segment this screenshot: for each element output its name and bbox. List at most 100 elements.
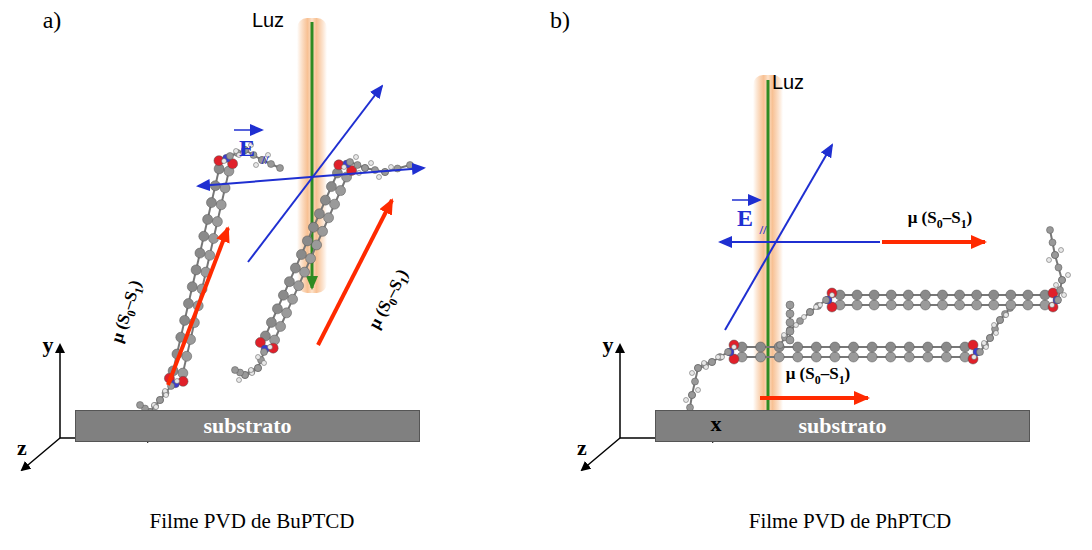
atom	[347, 159, 354, 166]
dipole-label: μ (S0–S1)	[786, 364, 851, 387]
atom	[886, 342, 896, 352]
dipole-label: μ (S0–S1)	[107, 278, 149, 347]
atom	[992, 323, 997, 328]
atom	[938, 300, 948, 310]
bond	[1055, 255, 1062, 280]
atom	[206, 198, 216, 208]
atom	[982, 342, 989, 349]
atom	[732, 345, 737, 350]
atom	[774, 352, 784, 362]
atom	[807, 309, 814, 316]
atom	[1053, 296, 1061, 304]
atom	[830, 352, 840, 362]
atom	[1047, 227, 1054, 234]
atom	[354, 162, 361, 169]
atom	[786, 319, 794, 327]
atom	[222, 159, 227, 164]
atom	[997, 317, 1004, 324]
atom	[709, 359, 716, 366]
atom	[886, 352, 896, 362]
atom	[852, 290, 862, 300]
atom	[814, 305, 819, 310]
atom	[815, 303, 822, 310]
atom	[212, 217, 222, 227]
atom	[717, 354, 724, 361]
atom	[1006, 300, 1016, 310]
atom	[164, 393, 169, 398]
atom	[869, 290, 879, 300]
atom	[278, 290, 288, 300]
atom	[1059, 277, 1066, 284]
atom	[941, 342, 951, 352]
atom	[369, 161, 374, 166]
atom	[308, 222, 318, 232]
atom	[330, 199, 340, 209]
atom	[216, 200, 226, 210]
atom	[1004, 313, 1009, 318]
atom	[191, 265, 201, 275]
atom	[904, 352, 914, 362]
atom	[1052, 252, 1059, 259]
atom	[296, 249, 306, 259]
atom	[314, 209, 324, 219]
atom	[920, 300, 930, 310]
atom	[904, 342, 914, 352]
caption-text: Filme PVD de BuPTCD	[150, 509, 355, 534]
atom	[195, 248, 205, 258]
atom	[709, 359, 716, 366]
dipole-label: μ (S0–S1)	[365, 266, 416, 334]
atom	[923, 342, 933, 352]
atom	[920, 290, 930, 300]
atom	[1054, 283, 1059, 288]
atom	[1066, 273, 1071, 278]
atom	[154, 405, 159, 410]
atom	[302, 236, 312, 246]
atom	[318, 226, 328, 236]
atom	[777, 342, 784, 349]
atom	[867, 352, 877, 362]
atom	[326, 182, 336, 192]
atom	[1055, 264, 1062, 271]
atom	[1057, 287, 1064, 294]
atom	[955, 290, 965, 300]
light-label: Luz	[252, 9, 284, 32]
atom	[807, 309, 814, 316]
atom	[811, 352, 821, 362]
atom	[869, 300, 879, 310]
atom	[256, 355, 261, 360]
atom	[162, 390, 169, 397]
atom	[782, 333, 787, 338]
atom	[823, 297, 830, 304]
substrate-bar: substrato	[75, 410, 420, 442]
atom	[306, 254, 316, 264]
field-label: E	[239, 135, 255, 162]
atom	[982, 341, 987, 346]
atom	[266, 317, 276, 327]
atom	[362, 165, 369, 172]
axis-label: x	[711, 411, 722, 437]
atom	[1055, 297, 1062, 304]
atom	[994, 331, 999, 336]
atom	[312, 240, 322, 250]
atom	[268, 343, 278, 353]
atom	[342, 165, 347, 170]
atom	[284, 277, 294, 287]
field-label: E	[737, 205, 753, 232]
atom	[354, 155, 359, 160]
atom	[955, 300, 965, 310]
atom	[377, 175, 382, 180]
atom	[300, 267, 310, 277]
atom	[793, 342, 803, 352]
atom	[320, 195, 330, 205]
atom	[696, 388, 701, 393]
axis-label: z	[577, 435, 587, 461]
atom	[1006, 290, 1016, 300]
atom	[290, 263, 300, 273]
bond	[1050, 230, 1055, 255]
atom	[793, 352, 803, 362]
atom	[249, 368, 254, 373]
atom	[886, 290, 896, 300]
atom	[175, 379, 180, 384]
